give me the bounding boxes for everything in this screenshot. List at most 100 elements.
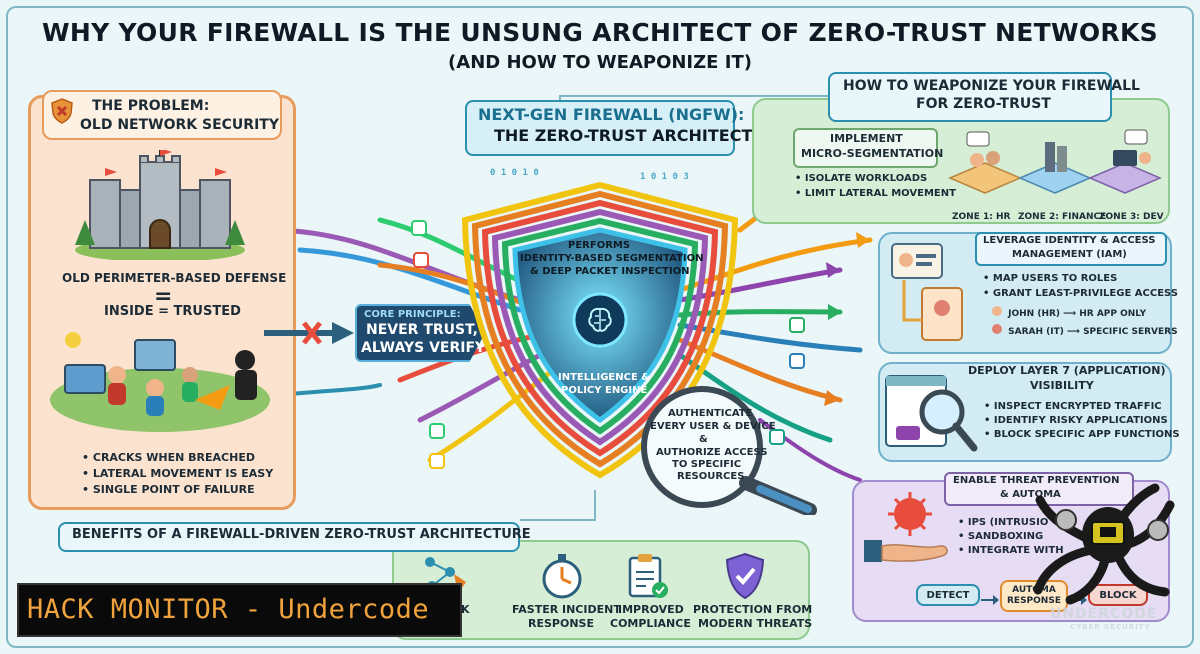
layer7-bullets: INSPECT ENCRYPTED TRAFFIC IDENTIFY RISKY… <box>984 400 1180 442</box>
engine-line2: POLICY ENGINE <box>561 385 648 396</box>
brain-icon <box>584 304 616 336</box>
ngfw-title-line1: NEXT-GEN FIREWALL (NGFW): <box>478 105 745 124</box>
defense-label: OLD PERIMETER-BASED DEFENSE <box>62 271 287 285</box>
core-principle-line2: ALWAYS VERIFY <box>361 340 486 356</box>
binary-stream-2: 1 0 1 0 3 <box>640 172 689 182</box>
page-subtitle: (AND HOW TO WEAPONIZE IT) <box>448 52 752 73</box>
benefits-title-badge <box>58 522 520 552</box>
problem-bullets: CRACKS WHEN BREACHED LATERAL MOVEMENT IS… <box>82 450 273 498</box>
auth-line5: TO SPECIFIC <box>672 459 742 470</box>
benefit-1-line2: RESPONSE <box>528 617 594 630</box>
benefit-1-line1: FASTER INCIDENT <box>512 603 621 616</box>
micro-title-line2: MICRO-SEGMENTATION <box>801 147 944 160</box>
auth-line3: & <box>699 434 708 445</box>
virus-hand-icon <box>862 490 958 570</box>
auth-line6: RESOURCES <box>677 471 745 482</box>
weaponize-title-badge <box>828 72 1112 122</box>
browser-search-icon <box>884 372 979 458</box>
iam-rule-row: JOHN (HR) ⟶ HR APP ONLY <box>992 306 1146 319</box>
threat-bullet: INTEGRATE WITH <box>958 544 1064 558</box>
rule-target-hr: HR APP ONLY <box>1079 309 1147 319</box>
problem-bullet: LATERAL MOVEMENT IS EASY <box>82 466 273 482</box>
compliance-clipboard-icon <box>626 552 670 600</box>
flow-step-detect: DETECT <box>916 584 980 606</box>
inside-trusted-label: INSIDE = TRUSTED <box>104 304 241 319</box>
threat-bullet: IPS (INTRUSIO <box>958 516 1064 530</box>
problem-title-line1: THE PROBLEM: <box>92 98 210 114</box>
ngfw-title-line2: THE ZERO-TRUST ARCHITECT <box>494 126 753 145</box>
page-title: WHY YOUR FIREWALL IS THE UNSUNG ARCHITEC… <box>42 18 1158 47</box>
hack-monitor-banner: HACK MONITOR - Undercode <box>17 583 462 637</box>
auth-line1: AUTHENTICATE <box>668 408 753 419</box>
zone-label-1: ZONE 1: HR <box>952 212 1011 222</box>
rule-arrow: ⟶ <box>1063 309 1077 319</box>
iam-bullet: MAP USERS TO ROLES <box>983 272 1178 287</box>
micro-title-line1: IMPLEMENT <box>830 132 903 145</box>
threat-title-line1: ENABLE THREAT PREVENTION <box>953 475 1120 486</box>
core-principle-label: CORE PRINCIPLE: <box>364 309 461 320</box>
page-frame <box>6 6 1194 648</box>
magnifier-icon <box>640 385 830 517</box>
benefit-3-line2: MODERN THREATS <box>698 617 813 630</box>
hack-monitor-text: HACK MONITOR - Undercode <box>27 594 430 625</box>
auth-line4: AUTHORIZE ACCESS <box>656 447 768 458</box>
flow-step-block: BLOCK <box>1088 584 1148 606</box>
layer7-bullet: BLOCK SPECIFIC APP FUNCTIONS <box>984 428 1180 442</box>
iam-title-line1: LEVERAGE IDENTITY & ACCESS <box>983 235 1156 246</box>
micro-title-badge <box>793 128 938 168</box>
benefit-2-line1: IMPROVED <box>618 603 684 616</box>
layer7-bullet: INSPECT ENCRYPTED TRAFFIC <box>984 400 1180 414</box>
ngfw-performs-line2: IDENTITY-BASED SEGMENTATION <box>520 253 704 264</box>
layer7-title-line2: VISIBILITY <box>1030 379 1094 392</box>
problem-bullet: CRACKS WHEN BREACHED <box>82 450 273 466</box>
rule-target-servers: SPECIFIC SERVERS <box>1083 327 1178 337</box>
ngfw-performs-line3: & DEEP PACKET INSPECTION <box>530 266 690 277</box>
id-card-icon <box>886 240 966 345</box>
benefits-title: BENEFITS OF A FIREWALL-DRIVEN ZERO-TRUST… <box>72 527 531 542</box>
watermark-subtext: CYBER SECURITY <box>1070 623 1151 631</box>
castle-illustration <box>70 148 250 262</box>
engine-line1: INTELLIGENCE & <box>558 372 650 383</box>
ngfw-performs-line1: PERFORMS <box>568 240 631 251</box>
office-illustration <box>45 320 275 435</box>
problem-title-badge <box>42 90 282 140</box>
iam-bullet: GRANT LEAST-PRIVILEGE ACCESS <box>983 287 1178 302</box>
zones-illustration <box>945 128 1165 210</box>
benefit-2-line2: COMPLIANCE <box>610 617 691 630</box>
protection-shield-icon <box>724 552 766 600</box>
zone-label-2: ZONE 2: FINANCE <box>1018 212 1107 222</box>
stopwatch-icon <box>540 552 585 600</box>
iam-title-line2: MANAGEMENT (IAM) <box>1012 249 1127 260</box>
ngfw-title-badge <box>465 100 735 156</box>
iam-rule-row: SARAH (IT) ⟶ SPECIFIC SERVERS <box>992 324 1178 337</box>
core-principle-line1: NEVER TRUST, <box>366 322 478 338</box>
flow-arrow-icon <box>981 590 999 605</box>
weaponize-title-line2: FOR ZERO-TRUST <box>916 96 1051 112</box>
zone-label-3: ZONE 3: DEV <box>1099 212 1164 222</box>
benefit-3-line1: PROTECTION FROM <box>693 603 813 616</box>
layer7-bullet: IDENTIFY RISKY APPLICATIONS <box>984 414 1180 428</box>
layer7-title-line1: DEPLOY LAYER 7 (APPLICATION) <box>968 364 1166 377</box>
iam-title-badge <box>975 232 1167 266</box>
undercode-octopus-logo <box>1030 480 1180 610</box>
equals-sign: = <box>154 284 173 309</box>
watermark-text: UNDERCODE <box>1050 606 1158 622</box>
micro-bullet: LIMIT LATERAL MOVEMENT <box>795 187 956 202</box>
blocked-arrow-icon <box>262 318 357 348</box>
rule-user-sarah: SARAH (IT) <box>1008 327 1064 337</box>
threat-bullets: IPS (INTRUSIO SANDBOXING INTEGRATE WITH <box>958 516 1064 558</box>
rule-arrow: ⟶ <box>1067 327 1080 337</box>
threat-bullet: SANDBOXING <box>958 530 1064 544</box>
user-icon <box>992 324 1002 334</box>
iam-bullets: MAP USERS TO ROLES GRANT LEAST-PRIVILEGE… <box>983 272 1178 301</box>
user-icon <box>992 306 1002 316</box>
shield-x-icon <box>50 98 74 124</box>
auth-line2: EVERY USER & DEVICE <box>650 421 776 432</box>
rule-user-john: JOHN (HR) <box>1008 309 1061 319</box>
threat-title-line2: & AUTOMA <box>1000 489 1061 500</box>
problem-title-line2: OLD NETWORK SECURITY <box>80 117 279 133</box>
micro-bullets: ISOLATE WORKLOADS LIMIT LATERAL MOVEMENT <box>795 172 956 201</box>
micro-bullet: ISOLATE WORKLOADS <box>795 172 956 187</box>
problem-bullet: SINGLE POINT OF FAILURE <box>82 482 273 498</box>
weaponize-title-line1: HOW TO WEAPONIZE YOUR FIREWALL <box>843 78 1140 94</box>
